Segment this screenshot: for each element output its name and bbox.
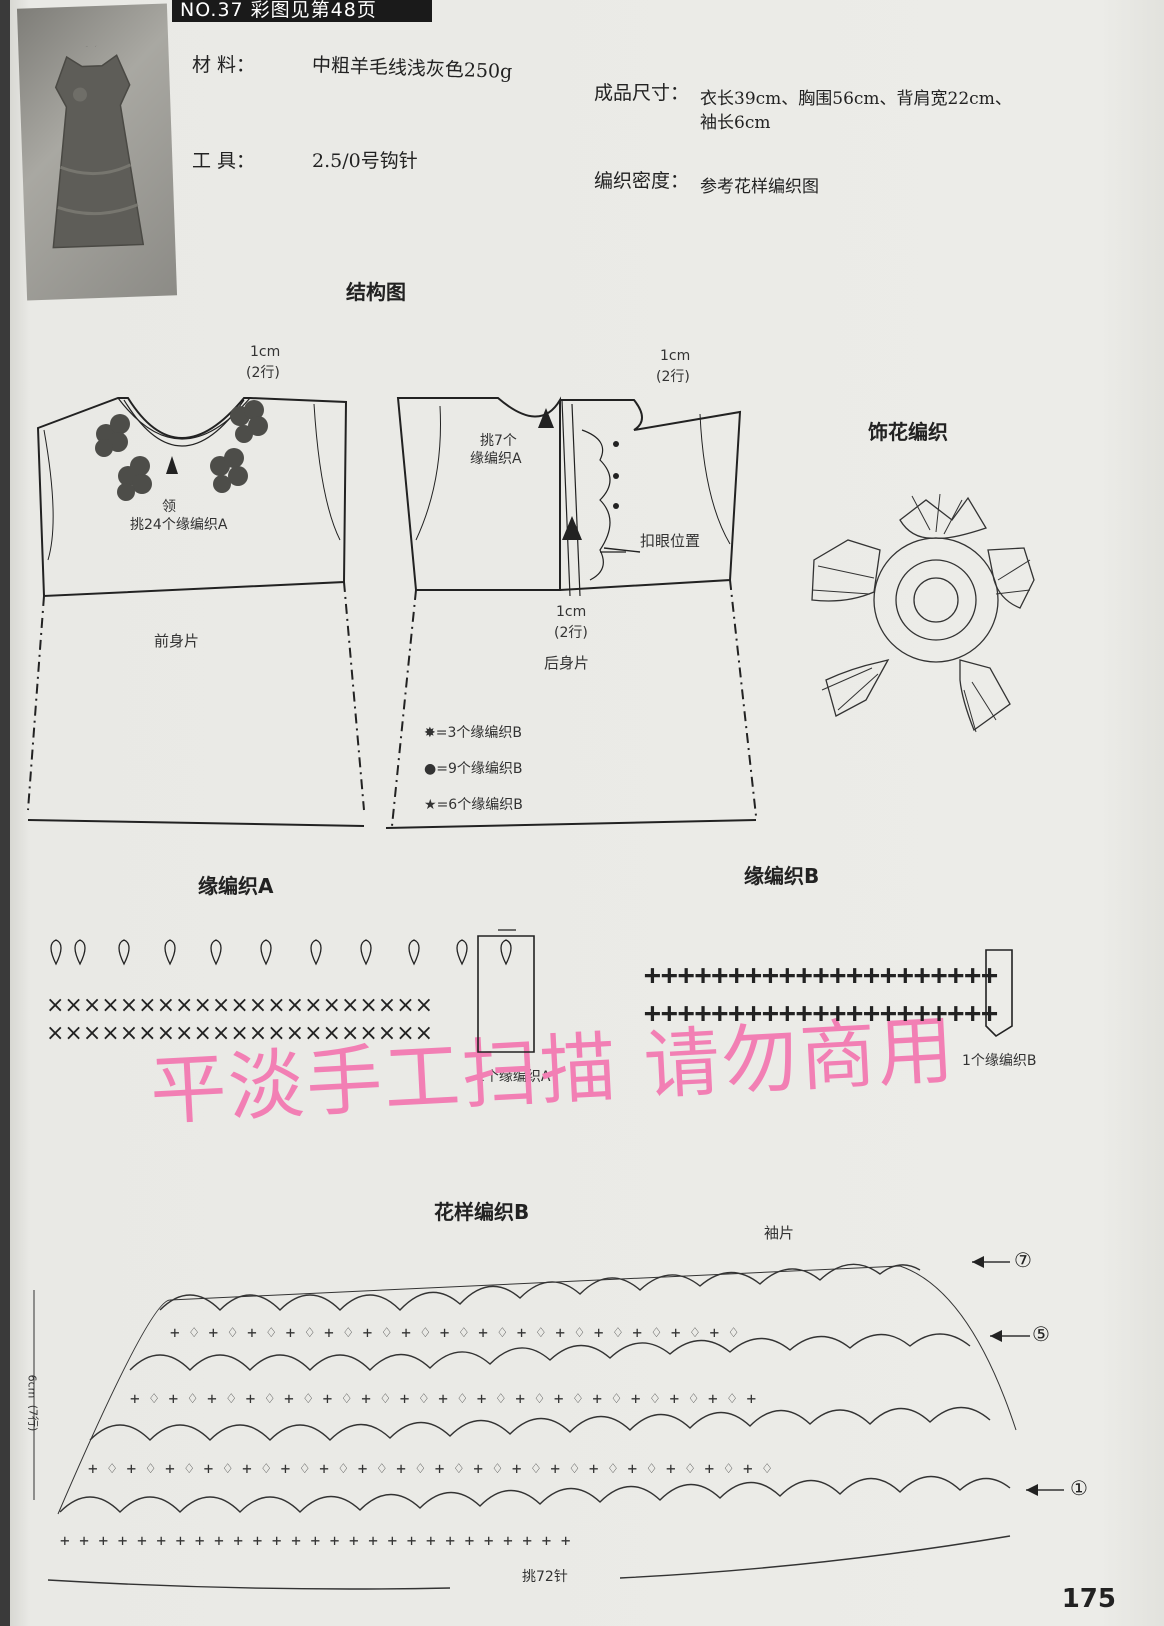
button-dot-icon [613,441,619,447]
front-piece-outline [27,397,365,827]
back-bottom-rows: (2行) [554,625,588,641]
center-arrow-icon [166,456,178,474]
back-edge-width: 1cm [660,348,691,364]
burst-icon: ✸ [424,725,436,741]
sleeve-label: 袖片 [764,1224,795,1242]
dress-photo [16,3,178,301]
legend-item: ●=9个缘编织B [424,761,523,777]
pattern-b-title: 花样编织B [434,1200,530,1224]
arrow-left-icon [1026,1484,1038,1496]
back-piece-label: 后身片 [544,654,590,672]
edge-a-stitches: ××××××××××××××××××××× ××××××××××××××××××… [46,993,433,1046]
flower-icon [210,448,248,493]
row-5-marker: ⑤ [1032,1322,1050,1346]
flower-icon [117,456,152,501]
pattern-number-header: NO.37 彩图见第48页 [172,0,432,22]
arch-row [129,1333,971,1371]
stitch-row: + + + + + + + + + + + + + + + + + + + + … [60,1531,571,1550]
back-edge-rows: (2行) [656,369,690,385]
flower-chart [811,493,1035,733]
gauge-label: 编织密度： [594,170,690,192]
arch-row [59,1475,1011,1513]
arrow-left-icon [972,1256,984,1268]
button-dot-icon [613,503,619,509]
pattern-b-chart [33,1261,1064,1590]
edge-b-row: +++++++++++++++++++++ [644,958,998,991]
edge-b-repeat-label: 1个缘编织B [962,1053,1037,1069]
legend-item: ★=6个缘编织B [424,797,523,813]
buttonhole-label: 扣眼位置 [640,532,701,550]
page-number: 175 [1061,1584,1116,1614]
flower-icon [230,400,268,443]
front-collar-pickup: 挑24个缘编织A [130,517,228,533]
stitch-row: + ♢ + ♢ + ♢ + ♢ + ♢ + ♢ + ♢ + ♢ + ♢ + ♢ … [170,1323,738,1342]
size-label: 成品尺寸： [594,82,690,104]
back-piece-outline [385,396,757,829]
front-edge-width: 1cm [250,344,281,360]
row-7-marker: ⑦ [1014,1248,1032,1272]
edge-a-title: 缘编织A [198,874,274,898]
stitch-row: + ♢ + ♢ + ♢ + ♢ + ♢ + ♢ + ♢ + ♢ + ♢ + ♢ … [130,1389,756,1408]
materials-label: 材 料： [192,54,256,76]
structure-title: 结构图 [346,280,406,304]
button-arrow-icon [562,516,582,540]
row-1-marker: ① [1070,1476,1088,1500]
back-arrow-icon [538,408,554,428]
tools-label: 工 具： [192,150,256,172]
buttonhole-pointer [603,547,641,553]
edge-b-chart [985,949,1013,1038]
edge-a-row: ××××××××××××××××××××× [46,993,433,1018]
size-value-line1: 衣长39cm、胸围56cm、背肩宽22cm、 [700,89,1012,109]
edge-a-row: ××××××××××××××××××××× [46,1021,433,1046]
front-edge-rows: (2行) [246,365,280,381]
book-spine [0,0,10,1626]
back-collar-pickup: 缘编织A [470,451,522,467]
pickup-stitch-label: 挑72针 [522,1569,568,1585]
back-bottom-width: 1cm [556,604,587,620]
front-piece-label: 前身片 [154,632,200,650]
flower-icon [95,414,130,457]
stitch-row: + ♢ + ♢ + ♢ + ♢ + ♢ + ♢ + ♢ + ♢ + ♢ + ♢ … [88,1459,772,1478]
star-icon: ★ [424,797,437,813]
pattern-b-stitches: + ♢ + ♢ + ♢ + ♢ + ♢ + ♢ + ♢ + ♢ + ♢ + ♢ … [60,1323,772,1550]
legend-item: ✸=3个缘编织B [424,725,522,741]
size-value-line2: 袖长6cm [700,113,771,133]
front-collar-note: 领 [162,499,176,515]
arch-row [159,1263,921,1312]
edge-b-stitches: +++++++++++++++++++++ ++++++++++++++++++… [644,958,998,1029]
button-dot-icon [613,473,619,479]
edge-b-row: +++++++++++++++++++++ [644,996,998,1029]
edge-a-repeat-label: 1个缘编织A [476,1069,551,1085]
edge-b-title: 缘编织B [744,864,820,888]
arch-row [89,1406,991,1441]
row-arrow-icons [972,1256,1038,1496]
flower-title: 饰花编织 [868,420,948,444]
collar-flower-icons [95,400,619,540]
dress-thumbnail-icon [52,44,145,249]
back-collar-note: 挑7个 [480,433,517,449]
dot-icon: ● [424,761,437,777]
edge-a-shells [50,939,512,966]
edge-a-chart [50,929,535,1053]
gauge-value: 参考花样编织图 [700,177,819,197]
arrow-left-icon [990,1330,1002,1342]
tools-value: 2.5/0号钩针 [312,150,418,172]
